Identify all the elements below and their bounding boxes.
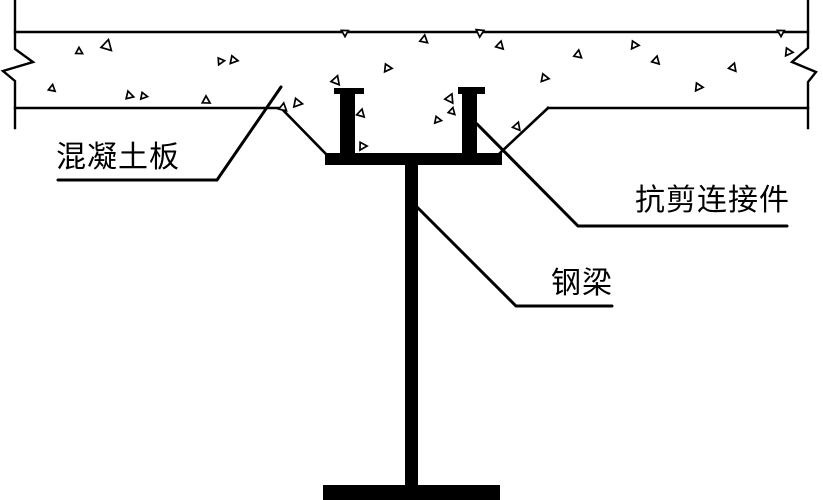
steel-beam-web bbox=[405, 164, 418, 487]
aggregate-speckle bbox=[277, 101, 288, 112]
label-shear-connector: 抗剪连接件 bbox=[635, 184, 790, 217]
aggregate-speckle bbox=[775, 29, 786, 39]
aggregate-speckle bbox=[494, 39, 505, 51]
aggregate-speckle bbox=[200, 94, 212, 104]
aggregate-speckle bbox=[329, 74, 341, 87]
aggregate-speckle bbox=[446, 105, 456, 116]
leader-concrete-slab bbox=[56, 85, 283, 182]
aggregate-speckle bbox=[74, 45, 85, 55]
shear-stud-left-shaft bbox=[340, 93, 355, 154]
aggregate-speckle bbox=[359, 140, 369, 152]
aggregate-speckle bbox=[339, 29, 350, 39]
aggregate-speckle bbox=[99, 37, 113, 52]
aggregate-speckle bbox=[694, 81, 705, 93]
aggregate-speckle bbox=[540, 72, 551, 83]
slab-break-symbol-left bbox=[0, 0, 36, 130]
shear-stud-right-head bbox=[458, 87, 485, 94]
aggregate-speckle bbox=[46, 82, 57, 93]
aggregate-speckle bbox=[217, 56, 227, 67]
aggregate-speckle bbox=[474, 28, 486, 39]
slab-haunch-edge-left bbox=[279, 106, 327, 155]
aggregate-speckle bbox=[433, 114, 444, 125]
aggregate-speckle bbox=[383, 62, 394, 74]
concrete-aggregate-speckles bbox=[46, 28, 795, 152]
aggregate-speckle bbox=[139, 90, 150, 101]
shear-stud-right-shaft bbox=[462, 93, 477, 154]
shear-stud-left-head bbox=[334, 88, 364, 94]
label-concrete-slab: 混凝土板 bbox=[56, 141, 180, 174]
label-steel-beam: 钢梁 bbox=[551, 267, 613, 300]
slab-haunch-edge-right bbox=[498, 106, 550, 155]
aggregate-speckle bbox=[784, 46, 795, 58]
steel-beam-bottom-flange bbox=[323, 485, 500, 500]
slab-break-symbol-right bbox=[789, 0, 818, 130]
aggregate-speckle bbox=[572, 48, 583, 59]
aggregate-speckle bbox=[650, 54, 661, 66]
aggregate-speckle bbox=[510, 120, 521, 132]
aggregate-speckle bbox=[229, 54, 240, 65]
aggregate-speckle bbox=[292, 96, 305, 109]
steel-beam-top-flange bbox=[325, 153, 502, 165]
leader-shear-connector bbox=[475, 122, 789, 228]
leader-steel-beam bbox=[415, 205, 614, 308]
aggregate-speckle bbox=[726, 61, 737, 73]
aggregate-speckle bbox=[355, 107, 366, 119]
aggregate-speckle bbox=[418, 33, 429, 44]
aggregate-speckle bbox=[124, 89, 136, 100]
aggregate-speckle bbox=[630, 39, 641, 51]
aggregate-speckle bbox=[443, 92, 454, 105]
